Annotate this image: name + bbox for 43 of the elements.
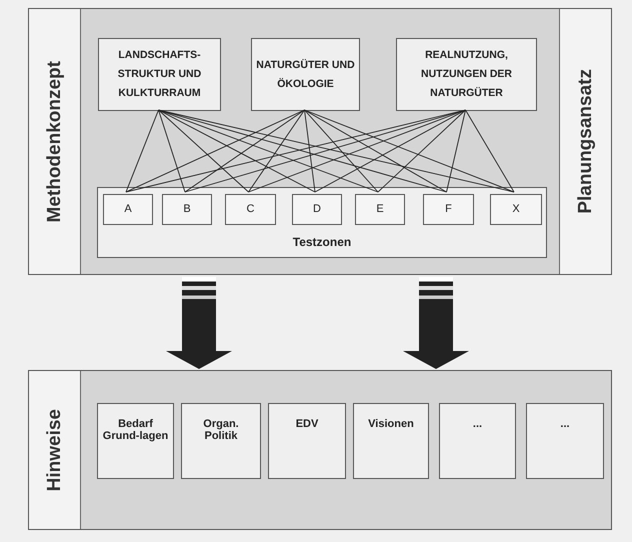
connector-line: [158, 110, 316, 192]
note-box: Bedarf Grund-lagen: [97, 403, 174, 479]
panel-frame: [28, 8, 612, 275]
connector-line: [184, 110, 305, 192]
block-arrow: [403, 277, 469, 369]
test-zone-box: C: [225, 194, 276, 225]
connector-line: [158, 110, 249, 192]
connector-line: [378, 110, 466, 192]
connector-line: [126, 110, 159, 192]
category-box: NATURGÜTER UND ÖKOLOGIE: [251, 38, 360, 111]
connector-line: [304, 110, 316, 192]
side-label: Hinweise: [45, 408, 64, 492]
connector-line: [126, 110, 466, 192]
test-zone-box: B: [162, 194, 212, 225]
note-box: ...: [439, 403, 516, 479]
block-arrow: [166, 277, 232, 369]
connector-line: [304, 110, 514, 192]
zone-box: [97, 187, 547, 258]
connector-line: [465, 110, 514, 192]
test-zone-box: E: [355, 194, 405, 225]
category-box: REALNUTZUNG, NUTZUNGEN DER NATURGÜTER: [396, 38, 537, 111]
side-label: Methodenkonzept: [45, 60, 64, 222]
connector-line: [158, 110, 186, 192]
note-box: EDV: [268, 403, 346, 479]
connector-line: [248, 110, 305, 192]
side-label: Planungsansatz: [576, 69, 595, 214]
connector-line: [158, 110, 378, 192]
note-box: Visionen: [353, 403, 429, 479]
connector-line: [248, 110, 466, 192]
connector-line: [304, 110, 378, 192]
note-box: ...: [526, 403, 604, 479]
test-zone-box: F: [423, 194, 474, 225]
zone-label: Testzonen: [292, 234, 352, 251]
note-box: Organ. Politik: [181, 403, 261, 479]
connector-line: [304, 110, 447, 192]
test-zone-box: X: [490, 194, 542, 225]
connector-line: [158, 110, 514, 192]
connector-line: [446, 110, 466, 192]
test-zone-box: D: [292, 194, 342, 225]
test-zone-box: A: [103, 194, 153, 225]
connector-line: [314, 110, 466, 192]
connector-line: [126, 110, 305, 192]
category-box: LANDSCHAFTS-STRUKTUR UND KULKTURRAUM: [98, 38, 221, 111]
